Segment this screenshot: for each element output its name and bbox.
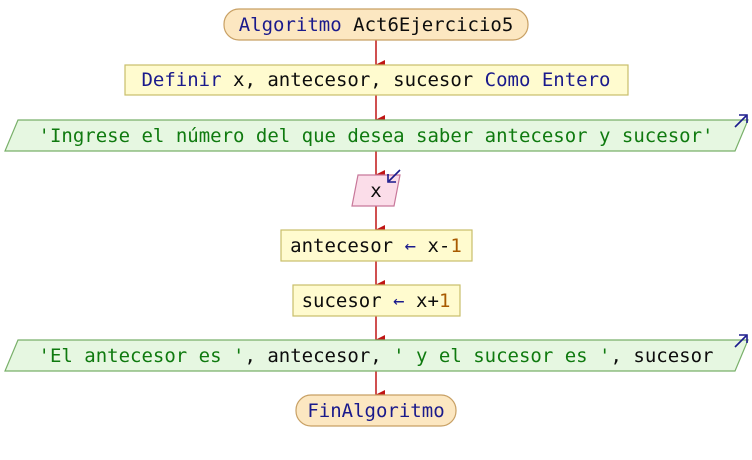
define-process-shape (124, 64, 629, 96)
input-label: x (370, 180, 381, 202)
output-1-label: 'Ingrese el número del que desea saber a… (39, 125, 714, 147)
input-node[interactable]: x (351, 169, 401, 207)
output-arrow-icon (734, 334, 748, 348)
assign-2-process-shape (292, 284, 461, 317)
end-label: FinAlgoritmo (307, 400, 444, 422)
output-arrow-icon (734, 114, 748, 128)
start-node[interactable]: Algoritmo Act6Ejercicio5 (223, 8, 529, 41)
input-arrow-icon (387, 169, 401, 183)
output-2-label: 'El antecesor es ', antecesor, ' y el su… (39, 345, 714, 367)
start-terminal-shape (223, 8, 529, 41)
define-label: Definir x, antecesor, sucesor Como Enter… (141, 69, 610, 91)
output-node-2[interactable]: 'El antecesor es ', antecesor, ' y el su… (4, 334, 749, 372)
output-parallelogram-shape (4, 339, 749, 372)
assign-1-process-shape (280, 229, 473, 262)
assign-2-label: sucesor ← x+1 (302, 290, 451, 312)
assign-node-2[interactable]: sucesor ← x+1 (292, 284, 461, 317)
define-node[interactable]: Definir x, antecesor, sucesor Como Enter… (124, 64, 629, 96)
start-label: Algoritmo Act6Ejercicio5 (239, 14, 514, 36)
assign-1-label: antecesor ← x-1 (290, 235, 462, 257)
output-node-1[interactable]: 'Ingrese el número del que desea saber a… (4, 114, 749, 152)
output-parallelogram-shape (4, 119, 749, 152)
end-node[interactable]: FinAlgoritmo (295, 394, 457, 427)
assign-node-1[interactable]: antecesor ← x-1 (280, 229, 473, 262)
end-terminal-shape (295, 394, 457, 427)
